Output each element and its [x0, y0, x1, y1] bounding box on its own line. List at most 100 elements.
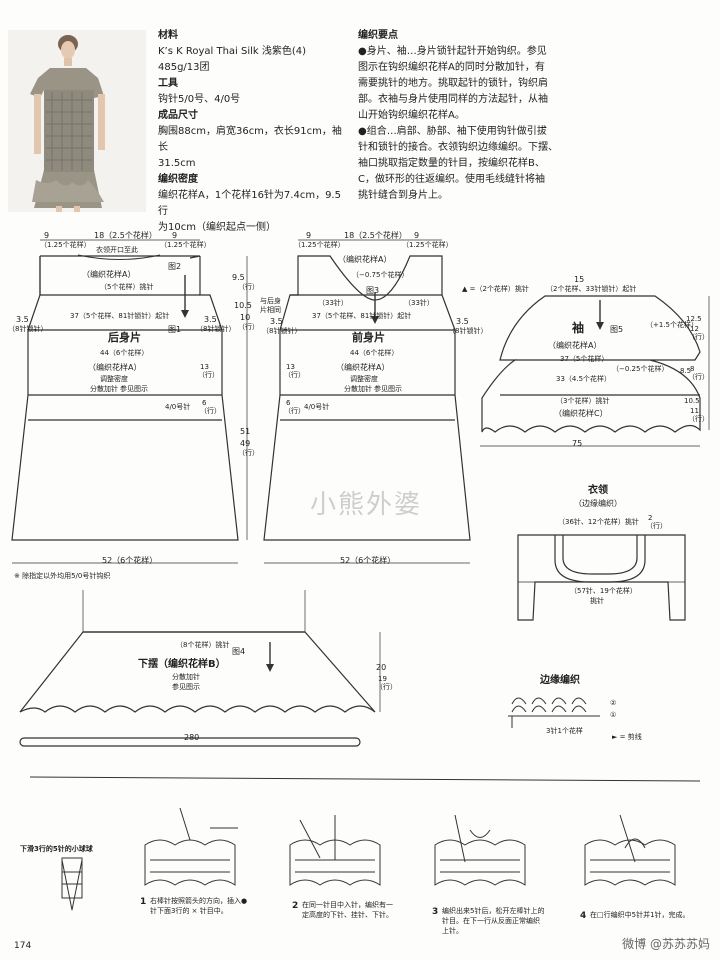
front-side-left: 3.5	[270, 317, 283, 326]
back-side-left: 3.5	[16, 315, 29, 324]
front-left-10-unit: （行）	[238, 323, 259, 331]
front-figure-3-label: 图3	[366, 286, 380, 295]
front-top-right-width: 9	[414, 231, 420, 240]
back-side-right: 3.5	[204, 315, 217, 324]
sleeve-pick-up-3: （3个花样）挑针	[556, 397, 610, 405]
collar-pick-up-57: （57针、19个花样）	[570, 587, 637, 595]
material-value: K’s K Royal Thai Silk 浅紫色(4) 485g/13团	[158, 46, 307, 73]
back-pattern-a-repeats: （5个花样）挑针	[100, 283, 154, 291]
sleeve-12-5: 12.5	[686, 315, 702, 323]
steps-title: 下滑3行的5针的小球球	[20, 845, 93, 853]
sleeve-pattern-a-label: （编织花样A）	[548, 341, 602, 350]
sleeve-rows-12-unit: （行）	[688, 333, 709, 341]
collar-rows-2: 2	[648, 514, 653, 522]
back-top-right-width: 9	[172, 231, 178, 240]
front-rows-6-unit: （行）	[284, 407, 305, 415]
front-hook-4: 4/0号针	[304, 403, 330, 411]
points-heading: 编织要点	[358, 30, 398, 41]
front-top-left-width: 9	[306, 231, 312, 240]
front-left-9-5-unit: （行）	[238, 283, 259, 291]
sleeve-cast-on-33: （2个花样、33针锁针）起针	[546, 285, 637, 293]
hem-rows-19-unit: （行）	[376, 683, 397, 691]
back-cast-on-37: 37（5个花样、81针锁针）起针	[70, 312, 170, 320]
front-neck-left-33: （33针）	[318, 299, 348, 307]
front-see-figure: 参见图示	[374, 385, 402, 393]
hem-length-20: 20	[376, 663, 387, 672]
front-pattern-a-label-2: （编织花样A）	[336, 363, 390, 372]
sleeve-width-37: 37（5个花样）	[560, 355, 609, 363]
front-triangle-note: ▲ =（2个花样）挑针	[462, 285, 529, 293]
back-top-left-width: 9	[44, 231, 50, 240]
collar-rows-2-unit: （行）	[646, 522, 667, 530]
step-2-text-a: 在同一针目中入针，编织有一	[302, 901, 393, 909]
front-rows-49-unit: （行）	[238, 449, 259, 457]
hook-size-note: ※ 除指定以外均用5/0号针钩织	[14, 572, 111, 580]
front-side-left-chain: （8针锁针）	[262, 327, 302, 335]
sleeve-title: 袖	[572, 321, 585, 335]
points-p1-line-2: 图示在钩织编织花样A的同时分散加针，有	[358, 62, 545, 73]
hem-width-280: 280	[184, 733, 200, 742]
collar-title: 衣领	[588, 485, 608, 496]
front-rows-13-unit: （行）	[284, 371, 305, 379]
front-top-right-rep: （1.25个花样）	[402, 241, 453, 249]
points-p2-line-3: 袖口挑取指定数量的针目，按编织花样B、	[358, 158, 545, 169]
sleeve-rows-12: 12	[690, 325, 699, 333]
points-p2-line-1: ●组合…肩部、胁部、袖下使用钩针做引拔	[358, 126, 547, 137]
points-p1-line-3: 需要挑针的地方。挑取起针的锁针，钩织肩	[358, 78, 548, 89]
back-pattern-a-label-2: （编织花样A）	[88, 363, 142, 372]
back-rows-6-unit: （行）	[200, 407, 221, 415]
front-spread-increase: 分散加针	[344, 385, 372, 393]
front-decrease: （−0.75个花样）	[352, 271, 409, 279]
front-top-mid-width: 18（2.5个花样）	[344, 231, 407, 240]
points-p1-line-5: 山开始钩织编织花样A。	[358, 110, 465, 121]
weibo-watermark: 微博 @苏苏苏妈	[622, 937, 710, 951]
step-4-number: 4	[580, 911, 587, 921]
knitting-points-block: 编织要点 ●身片、袖…身片锁针起针开始钩织。参见 图示在钩织编织花样A的同时分散…	[358, 28, 558, 204]
sleeve-increase: （+1.5个花样）	[646, 321, 698, 329]
front-side-right-chain: （8针锁针）	[448, 327, 488, 335]
back-hook-4: 4/0号针	[165, 403, 191, 411]
back-top-right-rep: （1.25个花样）	[160, 241, 211, 249]
sleeve-top-15: 15	[574, 275, 585, 284]
front-left-10-5: 10.5	[234, 301, 252, 310]
edge-row-1: ①	[610, 711, 617, 719]
back-side-left-chain: （8针锁针）	[8, 325, 48, 333]
gauge-line-1: 编织花样A，1个花样16针为7.4cm，9.5行	[158, 190, 341, 217]
back-adjust-gauge: 调整密度	[100, 375, 128, 383]
sleeve-figure-5-label: 图5	[610, 325, 624, 334]
back-pattern-a-label: （编织花样A）	[82, 270, 136, 279]
tools-heading: 工具	[158, 78, 178, 89]
edge-title: 边缘编织	[540, 675, 580, 686]
materials-heading: 材料	[158, 30, 178, 41]
sleeve-rows-8: 8	[690, 365, 695, 373]
front-piece-title: 前身片	[352, 331, 385, 344]
back-rows-6: 6	[202, 399, 207, 407]
points-p1-line-4: 部。衣袖与身片使用同样的方法起针，从袖	[358, 94, 548, 105]
step-1-text-a: 右棒针按照箭头的方向，插入●	[150, 897, 248, 905]
tools-value: 钩针5/0号、4/0号	[158, 94, 241, 105]
step-3-number: 3	[432, 907, 439, 917]
points-p1-line-1: ●身片、袖…身片锁针起针开始钩织。参见	[358, 46, 547, 57]
back-rows-13-unit: （行）	[198, 371, 219, 379]
model-figure-icon	[8, 30, 146, 212]
collar-pick-up-57-b: 挑针	[590, 597, 604, 605]
hem-title: 下摆（编织花样B）	[138, 659, 226, 670]
collar-subtitle: （边缘编织）	[574, 499, 622, 508]
front-same-as-back: 与后身	[260, 297, 281, 305]
step-1-text-b: 针下面3行的 × 针目中。	[150, 907, 228, 915]
sleeve-rows-11-unit: （行）	[688, 415, 709, 423]
back-side-right-chain: （8针锁针）	[196, 325, 236, 333]
hem-spread-increase: 分散加针	[172, 673, 200, 681]
sleeve-rows-8-unit: （行）	[688, 373, 709, 381]
back-rows-13: 13	[200, 363, 209, 371]
back-collar-note: 衣领开口至此	[96, 246, 138, 254]
front-bottom-width: 52（6个花样）	[340, 556, 396, 565]
front-rows-13: 13	[286, 363, 295, 371]
gauge-line-2: 为10cm（编织起点一侧）	[158, 222, 276, 233]
materials-block: 材料 K’s K Royal Thai Silk 浅紫色(4) 485g/13团…	[158, 28, 348, 236]
front-cast-on-37: 37（5个花样、81针锁针）起针	[312, 312, 412, 320]
sleeve-pattern-c-label: （编织花样C）	[554, 409, 608, 418]
front-left-9-5: 9.5	[232, 273, 245, 282]
front-neck-right-33: （33针）	[404, 299, 434, 307]
